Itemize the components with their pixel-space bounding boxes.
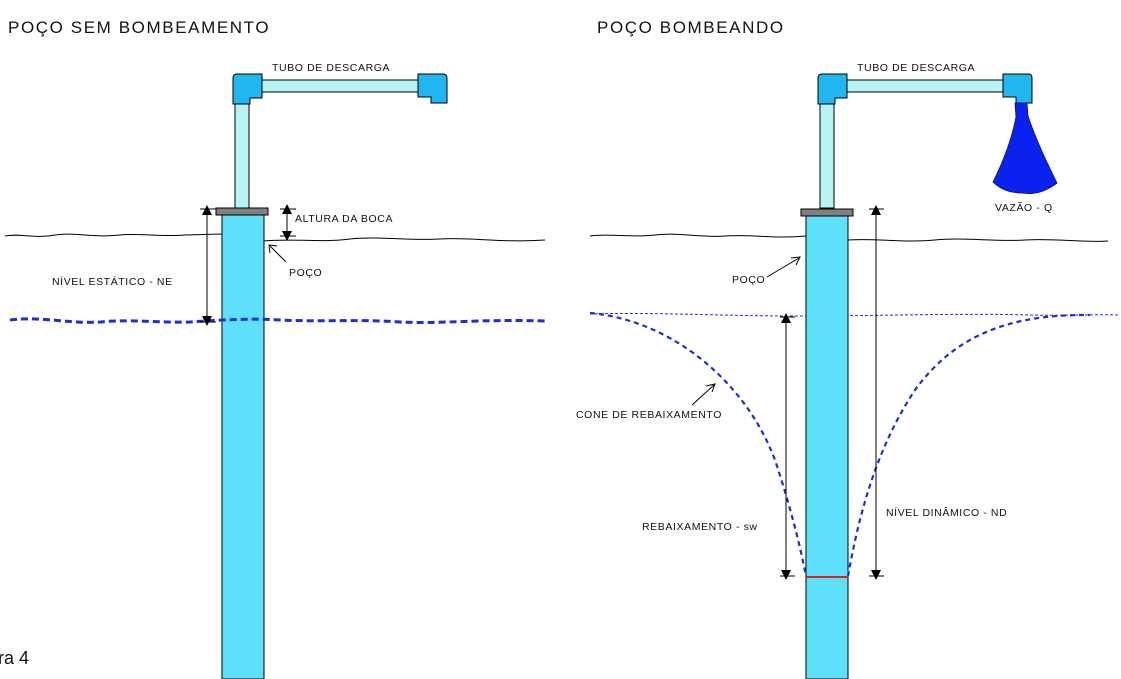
well-casing-right (805, 214, 849, 679)
well-cap-right (800, 208, 854, 217)
discharge-tube-right (817, 73, 1033, 209)
title-right: POÇO BOMBEANDO (597, 18, 785, 37)
water-jet-icon (992, 102, 1058, 194)
panel-non-pumping-well: NÍVEL ESTÁTICO - NE ALTURA DA BOCA POÇO … (4, 62, 546, 679)
label-dynamic-level: NÍVEL DINÂMICO - ND (886, 506, 1007, 519)
discharge-tube-left (232, 73, 448, 209)
well-pointer-left (269, 245, 287, 263)
well-pointer-right (766, 257, 800, 278)
drawdown-cone-left-curve (589, 311, 808, 577)
water-table-left (9, 317, 546, 324)
panel-pumping-well: VAZÃO - Q REBAIXAMENTO - sw NÍVEL DINÂMI… (576, 62, 1119, 679)
label-well-right: POÇO (732, 274, 765, 286)
static-level-reference-right (589, 312, 1119, 317)
ground-line-left (4, 233, 546, 242)
well-casing-left (221, 214, 265, 679)
label-discharge-tube-right: TUBO DE DESCARGA (857, 62, 975, 74)
label-mouth-height: ALTURA DA BOCA (295, 213, 393, 225)
well-cap-left (215, 207, 269, 216)
drawdown-cone-right-curve (846, 313, 1091, 577)
label-static-level: NÍVEL ESTÁTICO - NE (52, 275, 173, 288)
figure-caption: ra 4 (0, 648, 29, 668)
label-well-left: POÇO (289, 267, 322, 279)
label-drawdown-cone: CONE DE REBAIXAMENTO (576, 409, 722, 421)
title-left: POÇO SEM BOMBEAMENTO (8, 18, 270, 37)
cone-pointer (691, 384, 715, 406)
label-flow: VAZÃO - Q (995, 201, 1053, 214)
ground-line-right (589, 233, 1109, 242)
label-drawdown: REBAIXAMENTO - sw (642, 521, 758, 533)
label-discharge-tube-left: TUBO DE DESCARGA (272, 62, 390, 74)
